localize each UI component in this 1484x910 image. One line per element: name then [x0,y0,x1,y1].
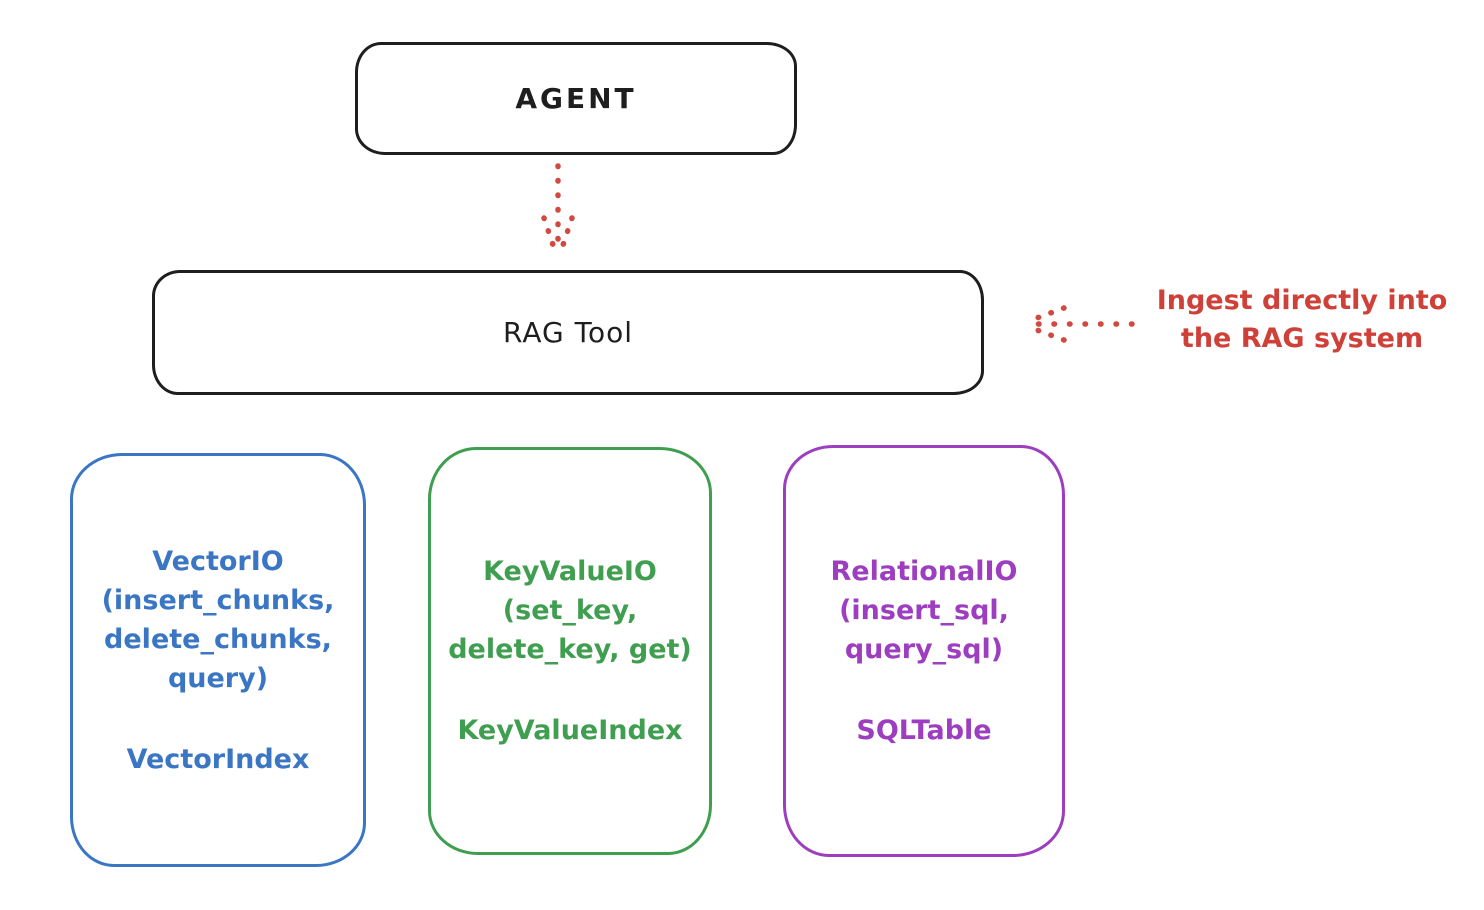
arrow-agent-to-rag-tool [541,163,575,257]
key-value-io-methods-line1: (set_key, [502,595,638,626]
key-value-io-node: KeyValueIO (set_key, delete_key, get) Ke… [428,447,712,855]
vector-io-title: VectorIO [152,546,284,577]
ingest-annotation: Ingest directly into the RAG system [1132,282,1472,358]
key-value-index-label: KeyValueIndex [457,715,683,746]
vector-index-label: VectorIndex [126,744,310,775]
relational-io-methods-line1: (insert_sql, [839,595,1009,626]
agent-node: AGENT [355,42,797,155]
relational-io-methods-line2: query_sql) [844,634,1004,665]
rag-tool-node: RAG Tool [152,270,984,395]
rag-tool-label: RAG Tool [503,316,633,349]
vector-io-node: VectorIO (insert_chunks, delete_chunks, … [70,453,366,867]
vector-io-methods-line3: query) [167,663,269,694]
key-value-io-title: KeyValueIO [483,556,657,587]
ingest-annotation-line1: Ingest directly into [1156,285,1448,316]
relational-io-title: RelationalIO [830,556,1018,587]
sql-table-label: SQLTable [856,715,992,746]
arrow-annotation-to-rag-tool [1023,305,1135,343]
vector-io-methods-line2: delete_chunks, [104,624,332,655]
agent-label: AGENT [515,82,637,115]
ingest-annotation-line2: the RAG system [1180,323,1424,354]
vector-io-methods-line1: (insert_chunks, [101,585,335,616]
key-value-io-methods-line2: delete_key, get) [448,634,692,665]
relational-io-node: RelationalIO (insert_sql, query_sql) SQL… [783,445,1065,857]
